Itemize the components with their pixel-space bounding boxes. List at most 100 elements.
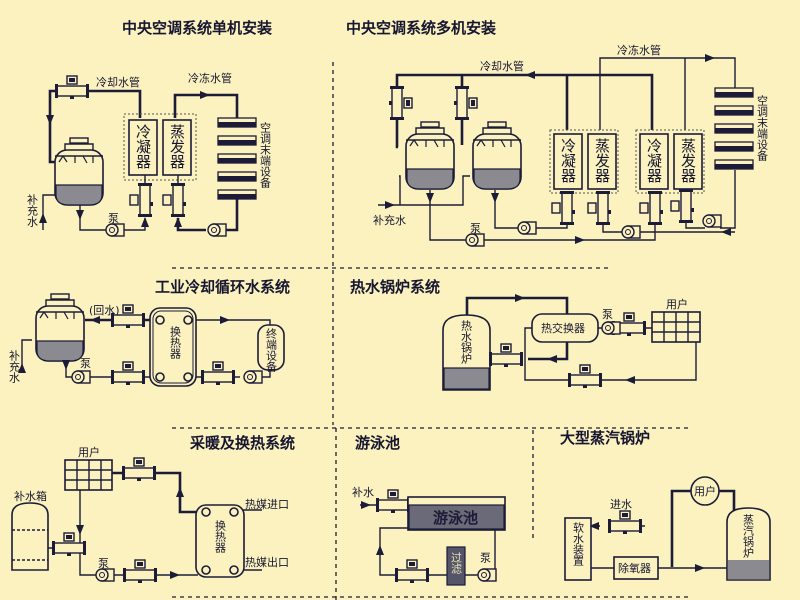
- outlet-label: 热媒出口: [245, 555, 289, 569]
- cooling-pipe-label: 冷却水管: [480, 59, 524, 73]
- flow-arrow: [76, 525, 84, 535]
- panel-hot-water-boiler: 热水锅炉系统 热水锅炉 热交换器 泵 用户: [350, 278, 701, 391]
- flow-meter: [453, 85, 478, 121]
- flow-meter: [488, 343, 524, 368]
- user-label: 用户: [666, 297, 688, 311]
- panel-dividers: [172, 62, 690, 600]
- flow-arrow: [547, 355, 557, 363]
- flow-arrow: [721, 228, 731, 236]
- pump-label: 泵: [98, 557, 109, 570]
- pump-label: 泵: [470, 222, 481, 235]
- flow-arrow: [515, 294, 525, 302]
- flow-arrow: [385, 201, 395, 209]
- flow-arrow: [525, 71, 535, 79]
- flow-arrow: [695, 564, 705, 572]
- evaporator-label: 蒸发器: [168, 124, 186, 169]
- condenser-label: 冷凝器: [559, 138, 577, 183]
- pump-icon: [207, 223, 227, 237]
- condenser: [553, 133, 583, 190]
- flow-meter: [200, 361, 236, 386]
- exchanger-label: 换热器: [169, 325, 182, 360]
- boiler-label: 蒸汽锅炉: [742, 514, 755, 559]
- terminal-label: 终端设备: [265, 327, 278, 373]
- pump-icon: [95, 568, 115, 582]
- flow-meter: [51, 532, 87, 557]
- flow-arrow: [176, 487, 184, 497]
- pump-label: 泵: [80, 357, 91, 370]
- condenser: [639, 133, 669, 190]
- flow-arrow: [200, 91, 210, 99]
- flow-arrow: [62, 360, 70, 370]
- pump-icon: [517, 221, 537, 235]
- condenser: [128, 119, 158, 176]
- flow-arrow: [76, 210, 84, 220]
- user-node: [690, 476, 720, 506]
- panel-title: 中央空调系统单机安装: [122, 19, 273, 37]
- panel-heating-exchange: 采暖及换热系统 用户 补水箱 泵 换热器 热媒进口 热媒出口: [11, 434, 295, 584]
- panel-title: 热水锅炉系统: [350, 278, 440, 296]
- panel-multi-unit-ac: 中央空调系统多机安装 冷凝器 蒸发器 冷凝器 蒸发器: [346, 19, 769, 247]
- pump-label: 泵: [479, 552, 492, 563]
- pool-label: 游泳池: [433, 509, 478, 527]
- flow-meter: [162, 182, 187, 218]
- cooling-tower: [472, 121, 522, 190]
- flow-meter: [388, 85, 413, 121]
- deaerator-label: 除氧器: [618, 561, 651, 575]
- deaerator: [613, 556, 659, 580]
- terminal-label: 空调末端设备: [259, 121, 272, 189]
- flow-meter: [54, 75, 90, 100]
- flow-arrow: [220, 316, 230, 324]
- flow-arrow: [141, 217, 149, 227]
- panel-industrial-cooling: 工业冷却循环水系统 (回水) 换热器 终端设备 补充水 泵: [8, 278, 290, 387]
- chiller-enclosure: [549, 129, 619, 194]
- pump-icon: [621, 225, 641, 239]
- heat-exchanger: [195, 504, 245, 578]
- inlet-label: 进水: [610, 498, 632, 511]
- flow-arrow: [705, 54, 715, 62]
- makeup-tank: [11, 502, 49, 571]
- chilled-pipe-label: 冷冻水管: [617, 43, 661, 57]
- flow-meter: [587, 190, 612, 226]
- flow-meter: [394, 559, 430, 584]
- flow-arrow: [625, 376, 635, 384]
- pump-icon: [601, 321, 621, 335]
- flow-meter: [110, 361, 146, 386]
- filter-label: 过滤: [450, 552, 463, 574]
- makeup-label: 补水: [352, 486, 374, 499]
- water-softener: [564, 517, 592, 581]
- evaporator: [673, 133, 703, 190]
- inlet-label: 热媒进口: [245, 498, 289, 511]
- flow-meter: [375, 489, 411, 514]
- flow-meter: [121, 457, 157, 482]
- terminal-label: 空调末端设备: [756, 94, 769, 162]
- makeup-label: 补充水: [373, 213, 406, 227]
- flow-meter: [607, 510, 643, 535]
- pump-icon: [702, 214, 722, 228]
- evaporator: [162, 119, 192, 176]
- panel-title: 采暖及换热系统: [189, 434, 295, 452]
- flow-meter: [551, 190, 576, 226]
- evaporator-label: 蒸发器: [593, 138, 611, 183]
- user-label: 用户: [694, 484, 716, 498]
- flow-arrow: [174, 217, 182, 227]
- panel-title: 工业冷却循环水系统: [155, 278, 290, 296]
- panel-title: 大型蒸汽锅炉: [560, 429, 650, 447]
- flow-arrow: [39, 213, 47, 223]
- pump-icon: [243, 370, 263, 384]
- evaporator-label: 蒸发器: [679, 138, 697, 183]
- flow-arrow: [426, 193, 434, 203]
- flow-meter: [129, 182, 154, 218]
- makeup-label: 补充水: [8, 350, 21, 383]
- terminal-coils: [714, 87, 754, 170]
- flow-arrow: [376, 545, 384, 555]
- flow-meter: [670, 188, 695, 224]
- pump-icon: [477, 568, 497, 582]
- pump-icon: [465, 233, 485, 247]
- cooling-pipe-label: 冷却水管: [96, 75, 140, 89]
- user-building: [64, 459, 113, 491]
- evaporator: [587, 133, 617, 190]
- flow-arrow: [170, 571, 180, 579]
- filter: [446, 546, 466, 586]
- chiller-enclosure: [123, 113, 197, 181]
